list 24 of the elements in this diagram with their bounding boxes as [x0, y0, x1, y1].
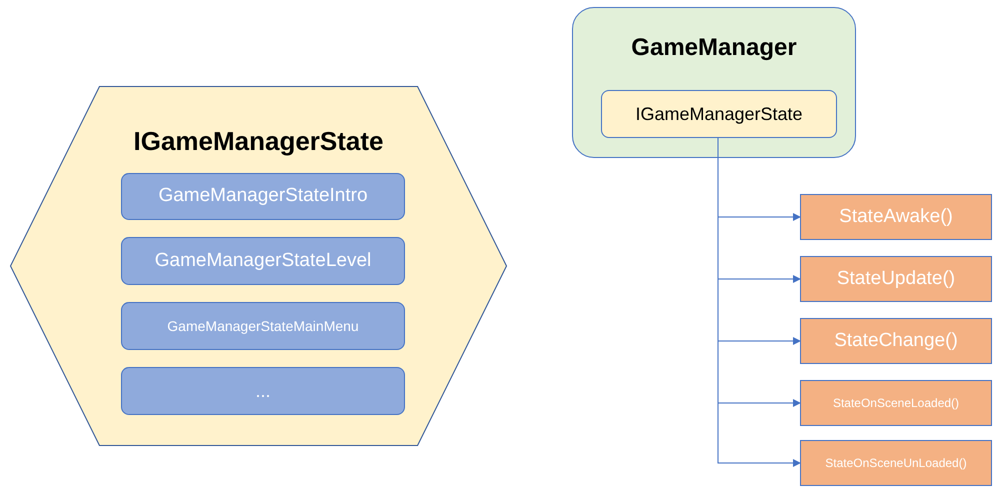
method-box [800, 440, 992, 486]
container-title: IGameManagerState [132, 125, 384, 158]
state-box [121, 367, 405, 415]
method-box [800, 194, 992, 240]
box-label: IGameManagerState [635, 102, 803, 126]
hexagon-container [10, 86, 507, 446]
class-box [572, 7, 856, 158]
box-label: GameManagerStateMainMenu [167, 316, 359, 336]
box-label: StateUpdate() [836, 266, 956, 291]
state-box [121, 302, 405, 350]
method-box [800, 318, 992, 364]
method-box [800, 256, 992, 302]
state-box [121, 173, 405, 220]
field-box [601, 90, 837, 138]
method-box [800, 380, 992, 426]
box-label: StateOnSceneUnLoaded() [825, 455, 967, 472]
class-title: GameManager [630, 33, 798, 63]
box-label: StateAwake() [839, 204, 953, 229]
state-box [121, 237, 405, 285]
box-label: GameManagerStateLevel [154, 248, 372, 273]
box-label: StateChange() [834, 328, 958, 353]
box-label: GameManagerStateIntro [158, 184, 368, 208]
box-label: ... [255, 380, 270, 402]
box-label: StateOnSceneLoaded() [832, 395, 960, 412]
